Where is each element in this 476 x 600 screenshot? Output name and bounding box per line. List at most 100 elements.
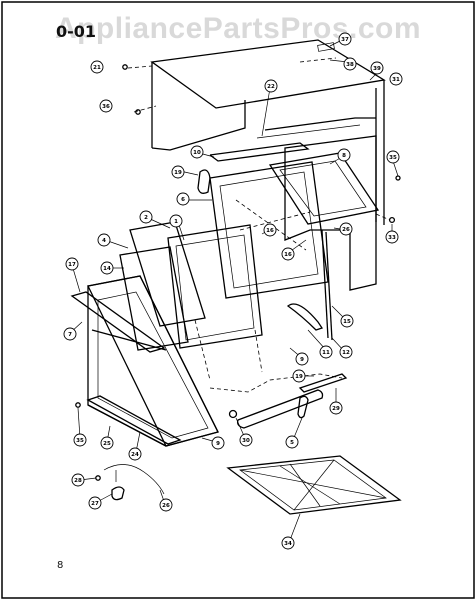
svg-text:37: 37	[341, 37, 349, 43]
section-label: 0-01	[56, 22, 97, 41]
svg-text:31: 31	[392, 77, 400, 83]
door-frame-8	[268, 152, 380, 225]
svg-text:26: 26	[162, 503, 170, 509]
svg-text:9: 9	[300, 357, 304, 363]
front-door-panel-9	[87, 275, 219, 447]
switch-27	[111, 486, 125, 501]
svg-text:4: 4	[102, 238, 106, 244]
callout-14: 14	[100, 261, 114, 275]
callout-33: 33	[385, 230, 399, 244]
callout-19-upper: 19	[171, 165, 185, 179]
svg-text:7: 7	[68, 332, 72, 338]
svg-text:33: 33	[388, 235, 396, 241]
callout-8: 8	[337, 148, 351, 162]
callout-7: 7	[63, 327, 77, 341]
callout-12: 12	[339, 345, 353, 359]
svg-text:16: 16	[284, 252, 292, 258]
svg-text:6: 6	[181, 197, 185, 203]
svg-text:1: 1	[174, 219, 178, 225]
svg-text:26: 26	[342, 227, 350, 233]
rod-element-5	[236, 389, 324, 429]
callout-26-lower: 26	[159, 498, 173, 512]
svg-text:17: 17	[68, 262, 76, 268]
svg-text:9: 9	[216, 441, 220, 447]
callout-16-right: 16	[281, 247, 295, 261]
callout-27: 27	[88, 496, 102, 510]
hinge-part-15	[286, 303, 324, 331]
callout-39: 39	[370, 61, 384, 75]
svg-text:10: 10	[193, 150, 201, 156]
svg-text:28: 28	[74, 478, 82, 484]
callout-17: 17	[65, 257, 79, 271]
svg-text:21: 21	[93, 65, 101, 71]
vent-strip-24	[86, 395, 182, 445]
svg-text:39: 39	[373, 66, 381, 72]
callout-37: 37	[338, 32, 352, 46]
svg-text:2: 2	[144, 215, 148, 221]
svg-text:34: 34	[284, 541, 292, 547]
callout-15: 15	[340, 314, 354, 328]
glass-panels	[119, 221, 263, 381]
oven-box-outline	[209, 373, 343, 393]
callout-21: 21	[90, 60, 104, 74]
svg-text:27: 27	[91, 501, 99, 507]
svg-text:35: 35	[389, 155, 397, 161]
svg-text:29: 29	[332, 406, 340, 412]
svg-text:12: 12	[342, 350, 350, 356]
callout-25: 25	[100, 436, 114, 450]
callout-6: 6	[176, 192, 190, 206]
svg-text:35: 35	[76, 438, 84, 444]
callout-19: 19	[292, 369, 306, 383]
callout-9: 9	[211, 436, 225, 450]
gasket-strip-10	[209, 142, 310, 162]
callout-35-lower: 35	[73, 433, 87, 447]
callout-29: 29	[329, 401, 343, 415]
callout-30: 30	[239, 433, 253, 447]
svg-text:38: 38	[346, 62, 354, 68]
door-handle-7	[70, 291, 166, 353]
callout-26: 26	[339, 222, 353, 236]
svg-text:30: 30	[242, 438, 250, 444]
callout-5: 5	[285, 435, 299, 449]
callout-35: 35	[386, 150, 400, 164]
wire-harness	[103, 464, 165, 495]
callout-2: 2	[139, 210, 153, 224]
svg-text:14: 14	[103, 266, 111, 272]
svg-text:16: 16	[266, 228, 274, 234]
broil-pan-38	[226, 455, 402, 515]
callout-28: 28	[71, 473, 85, 487]
hinge-part-19	[197, 169, 211, 194]
callout-24: 24	[128, 447, 142, 461]
watermark: AppliancePartsPros.com	[54, 12, 422, 45]
callout-4: 4	[97, 233, 111, 247]
svg-text:11: 11	[322, 350, 330, 356]
bushing-30	[228, 409, 238, 419]
callout-9-upper: 9	[295, 352, 309, 366]
callout-22: 22	[264, 79, 278, 93]
svg-text:8: 8	[342, 153, 346, 159]
callouts: 37 38 39 21 36 22 31 10 19 8 35 6 2 1 16…	[63, 32, 403, 550]
rod-39	[298, 373, 348, 393]
leader-lines	[69, 39, 399, 541]
svg-text:22: 22	[267, 84, 275, 90]
svg-text:15: 15	[343, 319, 351, 325]
svg-text:24: 24	[131, 452, 139, 458]
svg-text:36: 36	[102, 104, 110, 110]
svg-text:19: 19	[295, 374, 303, 380]
page-number: 8	[57, 560, 64, 571]
svg-text:19: 19	[174, 170, 182, 176]
hinge-rod-12	[325, 231, 333, 341]
callout-1: 1	[169, 214, 183, 228]
callout-34: 34	[281, 536, 295, 550]
callout-16-left: 16	[263, 223, 277, 237]
callout-11: 11	[319, 345, 333, 359]
callout-10: 10	[190, 145, 204, 159]
svg-text:25: 25	[103, 441, 111, 447]
callout-38: 38	[343, 57, 357, 71]
callout-31: 31	[389, 72, 403, 86]
callout-36: 36	[99, 99, 113, 113]
outer-cabinet	[127, 39, 386, 225]
